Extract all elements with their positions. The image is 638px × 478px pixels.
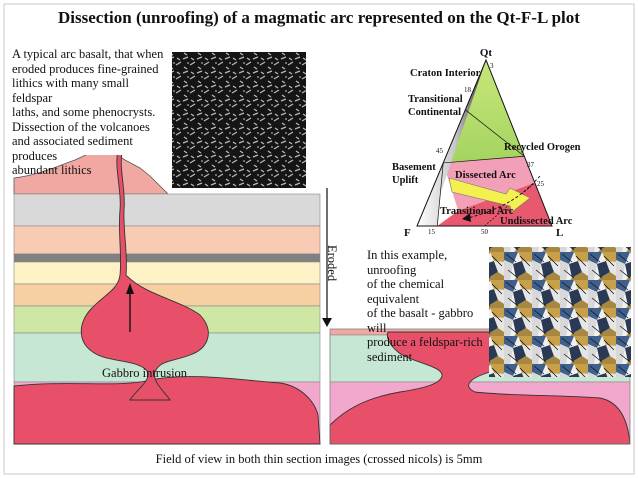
field-label-transitional-continental: Continental bbox=[408, 107, 461, 118]
vertex-label-l: L bbox=[556, 227, 563, 239]
tick-label: 50 bbox=[481, 228, 489, 236]
gabbro-thin-section-image bbox=[489, 247, 631, 377]
field-label-basement-uplift: Uplift bbox=[392, 175, 419, 186]
gabbro-line: sediment bbox=[367, 349, 413, 364]
tick-label: 25 bbox=[537, 180, 545, 188]
gabbro-description: In this example, unroofing of the chemic… bbox=[367, 248, 489, 364]
field-label-transitional-arc: Transitional Arc bbox=[440, 206, 514, 217]
field-label-craton-interior: Craton Interior bbox=[410, 68, 481, 79]
exposed-gabbro-body bbox=[329, 331, 631, 445]
gabbro-line: of the basalt - gabbro will bbox=[367, 306, 474, 335]
basalt-line: Dissection of the volcanoes bbox=[12, 119, 150, 134]
field-label-basement-uplift: Basement bbox=[392, 162, 436, 173]
rock-layer-cream bbox=[13, 261, 321, 285]
basalt-thin-section-image bbox=[172, 52, 306, 188]
rock-layer-grey bbox=[13, 193, 321, 227]
tick-label: 37 bbox=[527, 161, 535, 169]
tick-label: 3 bbox=[490, 62, 494, 70]
field-label-recycled-orogen: Recycled Orogen bbox=[504, 142, 581, 153]
transitional-arc-field bbox=[437, 182, 552, 226]
field-boundary bbox=[443, 155, 525, 164]
caption: Field of view in both thin section image… bbox=[155, 452, 483, 466]
field-label-undissected-arc: Undissected Arc bbox=[500, 216, 573, 227]
field-label-dissected-arc: Dissected Arc bbox=[455, 170, 516, 181]
basalt-description: A typical arc basalt, that when eroded p… bbox=[10, 45, 166, 177]
magma-ascent-arrow bbox=[126, 283, 134, 332]
deep-magma-body bbox=[13, 376, 321, 445]
eroded-arrow bbox=[322, 188, 332, 327]
field-boundary bbox=[465, 109, 525, 157]
page-title: Dissection (unroofing) of a magmatic arc… bbox=[58, 8, 580, 27]
rock-layer-dark bbox=[13, 253, 321, 263]
tick-label: 18 bbox=[464, 86, 472, 94]
basalt-line: laths, and some phenocrysts. bbox=[12, 105, 156, 119]
basalt-line: A typical arc basalt, that when bbox=[12, 47, 164, 61]
tick-label: 45 bbox=[436, 147, 444, 155]
gabbro-line: of the chemical equivalent bbox=[367, 277, 445, 306]
dissection-path-arrowhead bbox=[462, 213, 471, 222]
volcano-surface bbox=[13, 149, 169, 195]
tick-label: 15 bbox=[428, 228, 436, 236]
basalt-line: abundant lithics bbox=[12, 163, 92, 177]
unroofing-trend-arrow bbox=[448, 177, 531, 213]
basalt-line: and associated sediment produces bbox=[12, 134, 133, 163]
qt-f-l-ternary-plot: QtF L Craton InteriorTransitionalContinent… bbox=[392, 47, 581, 239]
right-section-frame bbox=[329, 328, 631, 445]
gabbro-line: In this example, unroofing bbox=[367, 248, 448, 277]
rock-layer-peach bbox=[13, 225, 321, 255]
eroded-label: Eroded bbox=[325, 245, 339, 282]
right-cross-section bbox=[329, 328, 631, 445]
vertex-label-f: F bbox=[404, 227, 411, 239]
vertex-label-qt: Qt bbox=[480, 47, 493, 59]
basalt-line: eroded produces fine-grained bbox=[12, 61, 159, 76]
dissection-path bbox=[467, 175, 541, 219]
dissected-arc-field bbox=[443, 156, 535, 211]
left-cross-section bbox=[13, 147, 321, 445]
field-label-transitional-continental: Transitional bbox=[408, 94, 463, 105]
gabbro-intrusion-label: Gabbro intrusion bbox=[102, 366, 188, 380]
slide-border bbox=[3, 3, 635, 475]
basalt-line: lithics with many small feldspar bbox=[12, 76, 130, 105]
field-boundary bbox=[436, 162, 444, 227]
gabbro-line: produce a feldspar-rich bbox=[367, 335, 483, 349]
gabbro-intrusion bbox=[80, 147, 209, 401]
